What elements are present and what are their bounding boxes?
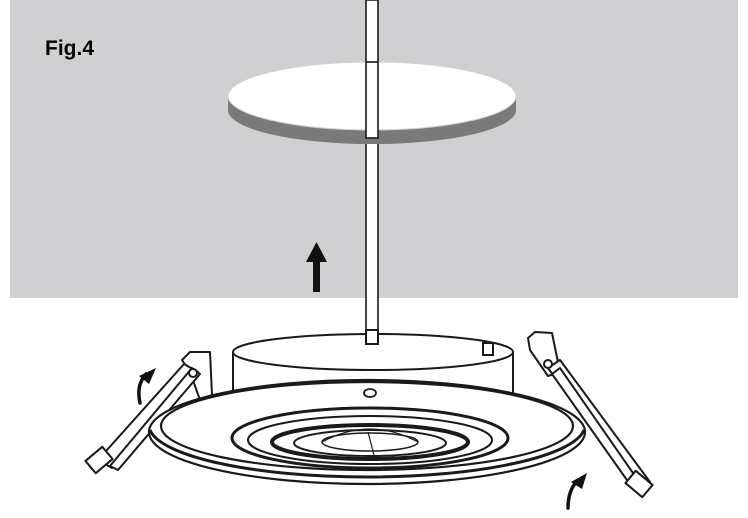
- gimbal-bezel: [230, 406, 510, 470]
- ceiling-cutout-disc: [227, 61, 517, 144]
- trim-screw: [363, 388, 377, 398]
- right-spring-clip: [527, 331, 654, 499]
- up-arrow-icon: [306, 242, 327, 292]
- curved-arrow-icon: [566, 473, 587, 510]
- figure-label: Fig.4: [45, 37, 95, 60]
- support-rod: [365, 0, 379, 341]
- curved-arrow-icon: [137, 368, 156, 405]
